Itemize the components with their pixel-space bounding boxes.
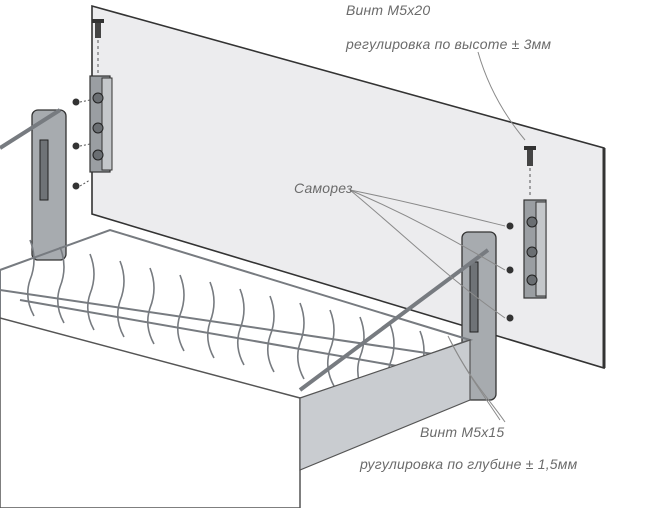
left-mounting-bracket (89, 75, 113, 173)
basket-wire (236, 288, 245, 366)
screw-m5x20-left (92, 19, 104, 74)
left-side-post (31, 109, 67, 261)
runner (299, 339, 471, 471)
label-self-tapping-screw: Саморез (294, 180, 353, 196)
basket-wire (56, 246, 65, 324)
cabinet-base (0, 317, 301, 508)
basket-wire (86, 253, 95, 331)
basket-wire (116, 260, 125, 338)
basket-wire (326, 309, 335, 387)
self-tapping-screws-right (506, 222, 514, 322)
label-height-adjustment: регулировка по высоте ± 3мм (346, 36, 552, 52)
right-top-rail (298, 248, 490, 392)
basket-wire (176, 274, 185, 352)
self-tapping-screws-left (72, 98, 91, 190)
label-screw-m5x15: Винт M5x15 (420, 424, 505, 440)
basket-wire (206, 281, 215, 359)
label-depth-adjustment: ругулировка по глубине ± 1,5мм (360, 456, 578, 472)
basket-wire (146, 267, 155, 345)
label-screw-m5x20: Винт M5x20 (346, 2, 431, 18)
right-mounting-bracket (523, 199, 547, 299)
basket-wire (26, 239, 35, 317)
leader-lines (349, 51, 526, 423)
screw-m5x20-right (524, 146, 536, 198)
basket-wire (266, 295, 275, 373)
left-top-rail (0, 108, 62, 150)
basket-wire (296, 302, 305, 380)
